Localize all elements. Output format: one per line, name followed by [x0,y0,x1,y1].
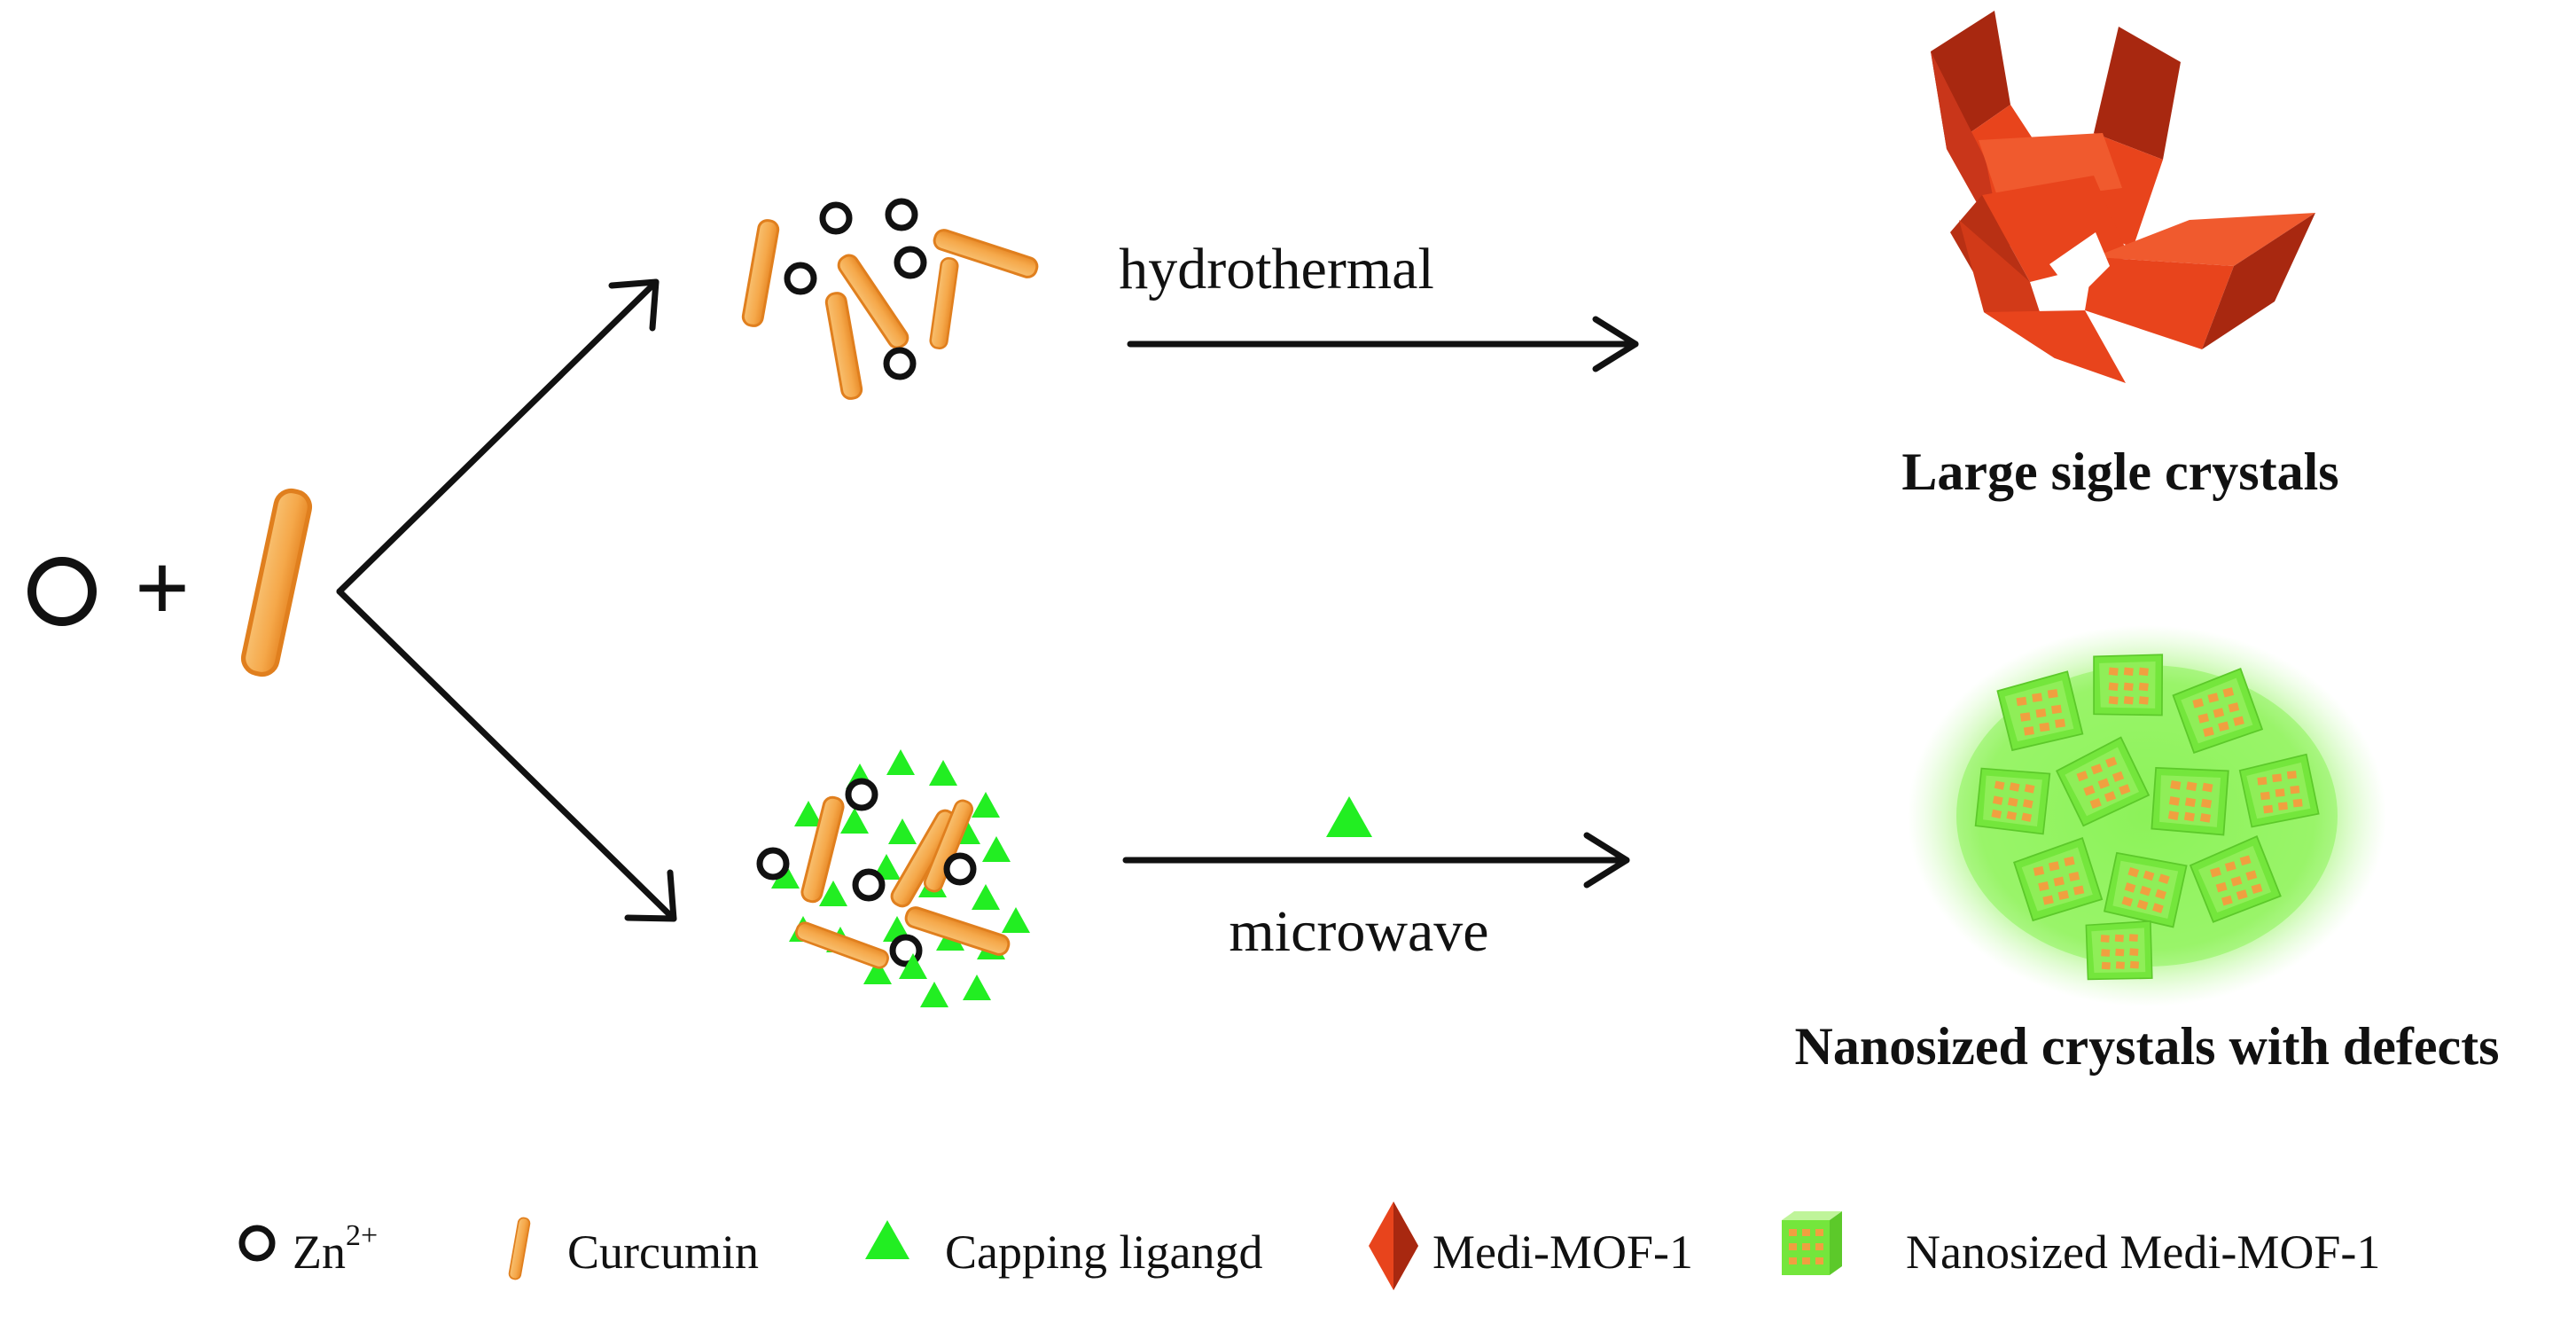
reactant-curcumin [240,488,312,677]
legend-zinc-label: Zn [293,1225,346,1279]
legend-item-capping-ligand: Capping ligangd [865,1220,1262,1279]
legend-curcumin-label: Curcumin [567,1225,759,1279]
large-crystals-label: Large sigle crystals [1901,442,2338,501]
legend-zinc-superscript: 2+ [346,1219,378,1252]
zinc-ion-icon [238,1225,276,1262]
legend-medi-mof-label: Medi-MOF-1 [1432,1225,1693,1279]
legend-item-medi-mof: Medi-MOF-1 [1369,1202,1693,1290]
hydrothermal-mixture [740,201,1041,402]
legend: Zn2+ Curcumin Capping ligangd Medi-MOF-1 [238,1202,2380,1290]
legend-item-nano-medi-mof: Nanosized Medi-MOF-1 [1782,1211,2380,1279]
curcumin-rod-icon [240,488,312,677]
hydrothermal-arrow [1127,316,1639,372]
nano-medi-mof-icon [1782,1211,1842,1275]
legend-item-curcumin: Curcumin [507,1216,759,1281]
upper-branch-arrow [336,278,660,595]
legend-capping-label: Capping ligangd [945,1225,1262,1279]
capping-ligand-reagent-icon [1326,796,1372,837]
microwave-mixture [760,749,1030,1007]
capping-ligand-icon [865,1220,909,1259]
microwave-label: microwave [1229,899,1488,964]
legend-nano-medi-mof-label: Nanosized Medi-MOF-1 [1906,1225,2380,1279]
medi-mof-crystal-icon [1369,1202,1418,1290]
legend-item-zinc: Zn2+ [238,1219,378,1279]
branch-arrows [336,278,677,922]
reactant-zinc-ion [27,557,97,626]
microwave-arrow [1122,832,1630,889]
zinc-ion-icon [27,557,97,626]
lower-branch-arrow [336,588,677,922]
curcumin-rod-icon [507,1216,532,1281]
hydrothermal-label: hydrothermal [1119,237,1434,301]
nanosized-crystals [1908,625,2386,1006]
large-single-crystals [1931,11,2315,383]
plus-sign: + [135,534,191,642]
svg-text:Zn2+: Zn2+ [293,1219,378,1279]
nanosized-crystals-label: Nanosized crystals with defects [1795,1017,2500,1076]
